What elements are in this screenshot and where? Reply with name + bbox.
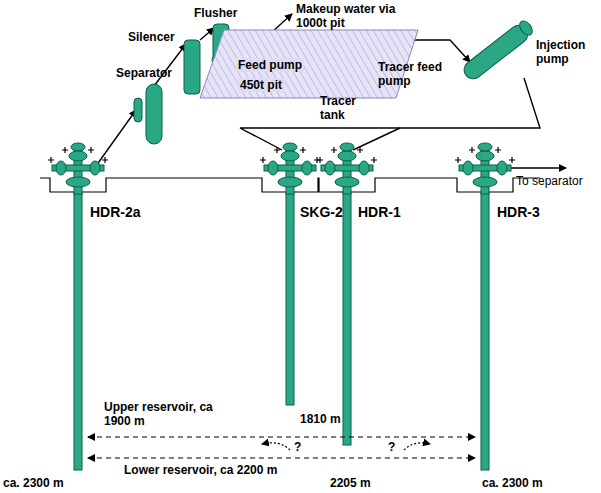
well-name: HDR-3 (497, 204, 540, 220)
depth-label: ca. 2300 m (3, 476, 64, 490)
note-label: To separator (516, 174, 583, 188)
equipment-label: Feed pump (236, 58, 304, 72)
reservoir-label: Lower reservoir, ca 2200 m (124, 463, 277, 477)
well-name: SKG-2 (300, 204, 343, 220)
equipment-label: Tracer feed pump (378, 60, 444, 88)
question-mark: ? (388, 440, 395, 454)
well-name: HDR-2a (90, 204, 141, 220)
wellhead (455, 143, 515, 470)
reservoir-label: Upper reservoir, ca 1900 m (104, 400, 224, 428)
pit-label: 450t pit (238, 78, 284, 92)
depth-label: 2205 m (330, 476, 371, 490)
equipment-label: Tracer tank (320, 94, 368, 122)
equipment-label: Silencer (128, 30, 175, 44)
wellhead (260, 143, 320, 405)
equipment-label: Flusher (194, 6, 237, 20)
note-label: Makeup water via 1000t pit (296, 2, 396, 30)
wellhead (48, 143, 108, 470)
depth-label: 1810 m (300, 412, 341, 426)
equipment-label: Injection pump (536, 38, 598, 66)
wellhead (317, 143, 377, 445)
depth-label: ca. 2300 m (482, 476, 543, 490)
well-name: HDR-1 (358, 204, 401, 220)
equipment-label: Separator (116, 66, 172, 80)
question-mark: ? (294, 440, 301, 454)
